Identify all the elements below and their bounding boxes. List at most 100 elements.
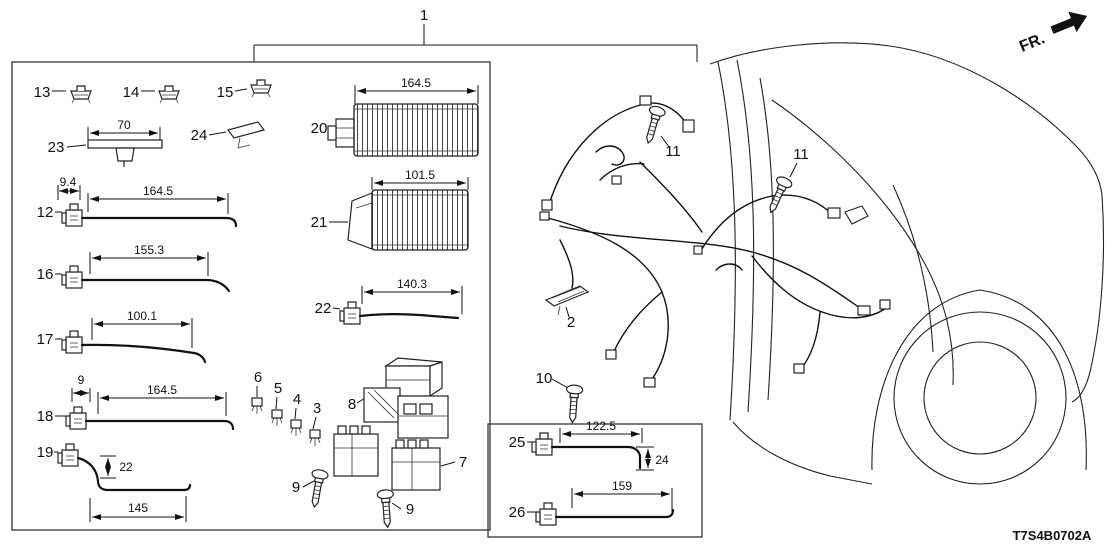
harness-20-icon	[353, 103, 479, 157]
callout-17: 17	[37, 331, 54, 348]
bolt-9b-icon	[376, 488, 397, 529]
wire-26	[554, 508, 675, 519]
part-19-group: 19 22 145	[37, 443, 192, 522]
dim-25-end-value: 24	[655, 453, 669, 467]
clip-17-icon	[61, 330, 83, 354]
callout-14: 14	[123, 84, 140, 101]
fr-label: FR.	[1017, 30, 1047, 55]
callout-11a: 11	[665, 143, 681, 160]
part-22-group: 22 140.3	[315, 277, 463, 325]
dimension-18-length: 164.5	[97, 383, 227, 416]
connector-20-icon	[335, 118, 355, 148]
strip-23-icon	[87, 139, 163, 149]
clip-15-icon	[250, 79, 272, 98]
clip-19-icon	[57, 443, 79, 467]
callout-21: 21	[311, 214, 328, 231]
callout-6: 6	[254, 369, 262, 386]
wheel-outer	[893, 311, 1067, 485]
callout-16: 16	[37, 266, 54, 283]
part-6-group: 6	[251, 369, 263, 415]
dimension-26: 159	[571, 479, 673, 512]
dim-20-value: 164.5	[401, 76, 431, 90]
callout-12: 12	[37, 204, 54, 221]
callout-22: 22	[315, 300, 332, 317]
callout-18: 18	[37, 408, 54, 425]
clip-3-icon	[309, 429, 321, 447]
dimension-23: 70	[87, 118, 161, 141]
callout-24: 24	[191, 127, 208, 144]
callout-15: 15	[217, 84, 234, 101]
wire-16	[80, 278, 231, 293]
part-11b-group: 11	[762, 146, 809, 217]
dim-17-value: 100.1	[127, 309, 157, 323]
clip-5-icon	[271, 409, 283, 427]
dimension-16: 155.3	[89, 243, 209, 276]
callout-4: 4	[293, 391, 301, 408]
callout-10: 10	[536, 370, 553, 387]
bolt-9a-icon	[305, 468, 330, 509]
part-3-group: 3	[309, 400, 321, 447]
part-9b-group: 9	[376, 488, 414, 529]
fr-direction: FR.	[1017, 11, 1088, 56]
clip-24-icon	[226, 121, 266, 139]
wire-19	[76, 456, 192, 492]
callout-19: 19	[37, 444, 54, 461]
callout-20: 20	[311, 120, 328, 137]
callout-9b: 9	[406, 501, 414, 518]
part-11a-group: 11	[639, 104, 681, 160]
part-7-group: 7	[333, 425, 467, 491]
harness-assembly	[539, 95, 891, 388]
wire-18	[84, 419, 235, 431]
part-10-group: 10	[536, 370, 584, 424]
part-26-group: 26 159	[509, 479, 675, 526]
relay-7-icon	[333, 425, 441, 491]
dimension-12-length: 164.5	[87, 184, 229, 214]
sub-parts-box	[487, 423, 703, 538]
dim-23-value: 70	[117, 118, 131, 132]
dimension-12-offset: 9.4	[57, 175, 81, 200]
dim-16-value: 155.3	[134, 243, 164, 257]
callout-8: 8	[348, 396, 356, 413]
drawing-code: T7S4B0702A	[1013, 528, 1092, 543]
part-18-group: 18 9 164.5	[37, 373, 235, 431]
callout-7: 7	[459, 454, 467, 471]
callout-1-bracket: 1	[253, 7, 698, 62]
callout-1: 1	[420, 7, 428, 24]
wire-22	[358, 313, 460, 320]
dimension-18-offset: 9	[71, 373, 91, 402]
dimension-17: 100.1	[91, 309, 193, 348]
callout-5: 5	[274, 380, 282, 397]
callout-23: 23	[48, 139, 65, 156]
dimension-21: 101.5	[371, 168, 469, 190]
part-24-group: 24	[191, 121, 266, 149]
callout-2: 2	[567, 314, 575, 331]
harness-21-icon	[371, 189, 469, 251]
clip-22-icon	[339, 301, 361, 325]
fr-arrow-icon	[1050, 11, 1088, 34]
dim-18-offset-value: 9	[78, 373, 85, 387]
part-20-group: 20 164.5	[311, 76, 479, 157]
wire-25	[550, 445, 642, 470]
part-21-group: 21 101.5	[311, 168, 469, 251]
part-17-group: 17 100.1	[37, 309, 207, 364]
clip-18-icon	[65, 406, 87, 430]
callout-11b: 11	[793, 146, 809, 163]
part-16-group: 16 155.3	[37, 243, 231, 293]
wire-17	[80, 343, 207, 364]
part-4-group: 4	[290, 391, 302, 437]
dimension-20: 164.5	[354, 76, 479, 104]
main-parts-box	[11, 61, 491, 531]
callout-25: 25	[509, 434, 526, 451]
dim-12-offset-value: 9.4	[60, 175, 77, 189]
dim-12-length-value: 164.5	[143, 184, 173, 198]
wire-12	[80, 216, 238, 228]
dim-25-length-value: 122.5	[586, 419, 616, 433]
callout-13: 13	[34, 84, 51, 101]
clip-4-icon	[290, 419, 302, 437]
clip-14-icon	[158, 85, 180, 104]
connector-21-icon	[347, 192, 373, 250]
clip-25-icon	[531, 432, 553, 456]
callout-9a: 9	[292, 479, 300, 496]
